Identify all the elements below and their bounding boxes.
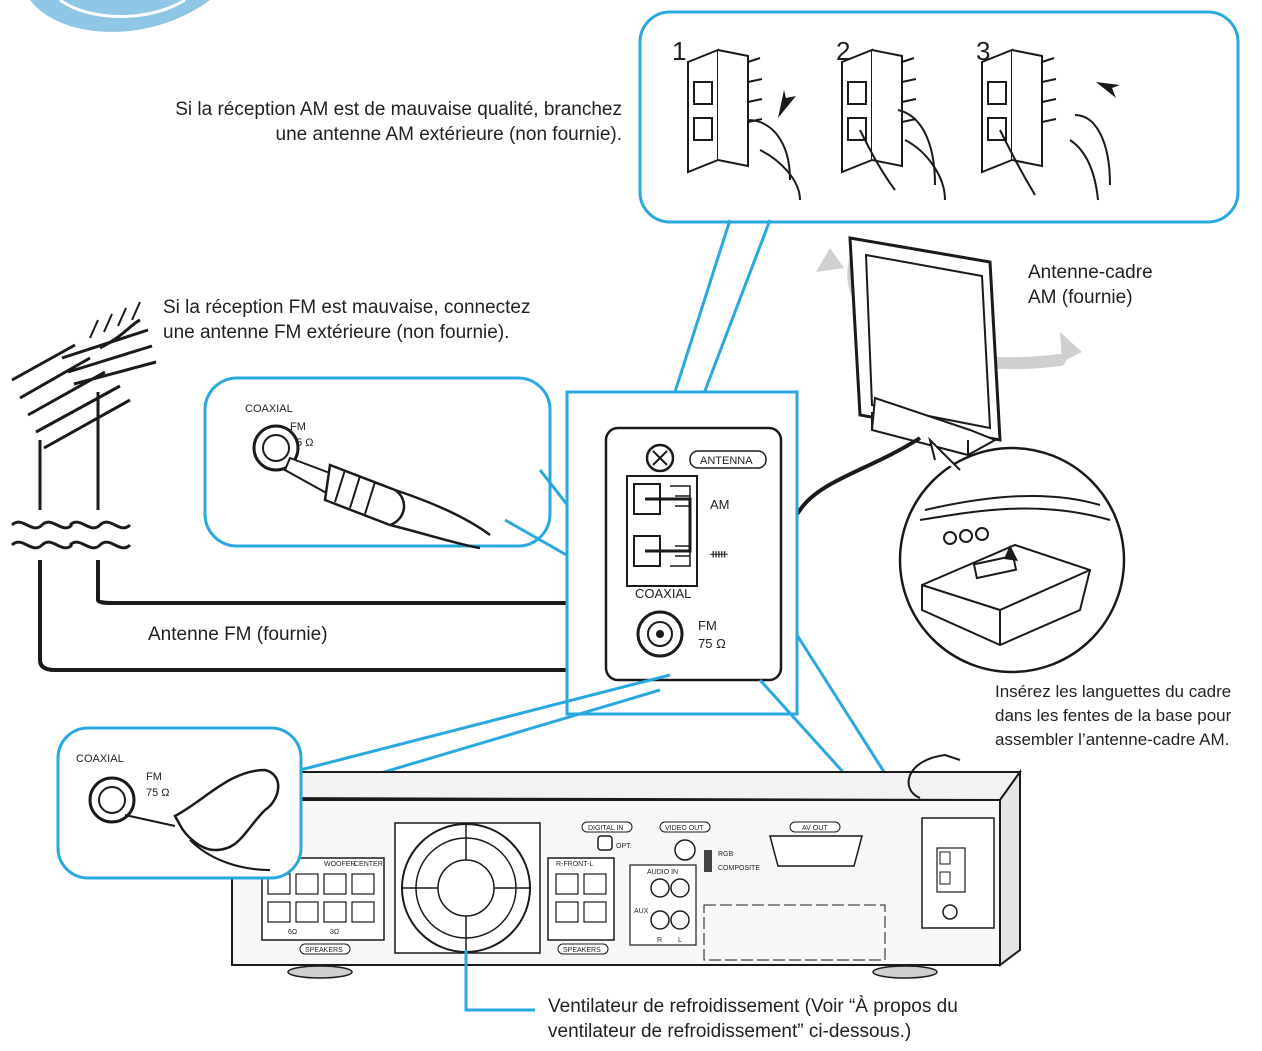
- ohm3-label: 3Ω: [330, 929, 339, 936]
- coaxial-callout-bottom: COAXIAL FM 75 Ω: [56, 726, 303, 880]
- step-3-terminal: [981, 48, 1111, 201]
- assemble-line-3: assembler l’antenne-cadre AM.: [995, 730, 1230, 749]
- fan-line-2: ventilateur de refroidissement” ci-desso…: [548, 1021, 912, 1042]
- rgb-label: RGB: [718, 851, 734, 858]
- antenna-label: ANTENNA: [700, 455, 753, 467]
- speakers-label: SPEAKERS: [305, 947, 343, 954]
- am-loop-antenna: [816, 236, 1082, 457]
- step-1-arrow: [778, 90, 796, 118]
- center-label: CENTER: [354, 861, 383, 868]
- coaxial-label-bottom: COAXIAL: [76, 753, 124, 765]
- l-label: L: [678, 937, 682, 944]
- am-loop-line-1: Antenne-cadre: [1028, 262, 1153, 283]
- steps-callout: 1 2 3: [638, 10, 1240, 224]
- fm-poor-line-1: Si la réception FM est mauvaise, connect…: [163, 297, 531, 318]
- fm-antenna-caption: Antenne FM (fournie): [148, 622, 328, 647]
- fm-antenna-text: Antenne FM (fournie): [148, 624, 328, 645]
- coaxial-label-top: COAXIAL: [245, 403, 293, 415]
- av-out-label: AV OUT: [802, 825, 828, 832]
- am-label: AM: [710, 497, 730, 512]
- fm-label-top: FM: [290, 421, 306, 433]
- fm-outdoor-antenna: [10, 301, 157, 550]
- ohm-label-bottom: 75 Ω: [146, 787, 170, 799]
- am-poor-line-2: une antenne AM extérieure (non fournie).: [275, 124, 622, 145]
- composite-label: COMPOSITE: [718, 865, 760, 872]
- assemble-caption: Insérez les languettes du cadre dans les…: [995, 680, 1231, 752]
- step-1-number: 1: [672, 36, 686, 66]
- woofer-label: WOOFER: [324, 861, 356, 868]
- fm-label-bottom: FM: [146, 771, 162, 783]
- fan-line-1: Ventilateur de refroidissement (Voir “À …: [548, 996, 958, 1017]
- fm-poor-reception-caption: Si la réception FM est mauvaise, connect…: [163, 295, 531, 345]
- ohm6-label: 6Ω: [288, 929, 297, 936]
- antenna-panel-zoom: ANTENNA AM ᚔ COAXIAL FM 75 Ω: [565, 390, 799, 716]
- step-2-terminal: [841, 48, 946, 201]
- rear-unit: WOOFER CENTER 6Ω 3Ω SPEAKERS R-FRO: [231, 753, 1022, 1012]
- rear-antenna-section: [907, 753, 995, 929]
- fan-pointer: [464, 950, 535, 1012]
- cooling-fan: [394, 822, 541, 954]
- assemble-line-1: Insérez les languettes du cadre: [995, 682, 1232, 701]
- loop-assembly-detail: [898, 436, 1126, 674]
- step-2-number: 2: [836, 36, 850, 66]
- am-loop-line-2: AM (fournie): [1028, 287, 1133, 308]
- ground-symbol: ᚔ: [709, 546, 728, 561]
- fm-label: FM: [698, 618, 717, 633]
- assemble-line-2: dans les fentes de la base pour: [995, 706, 1232, 725]
- decorative-disc: [30, 0, 210, 32]
- opt-label: OPT.: [616, 843, 632, 850]
- ohm-label: 75 Ω: [698, 636, 726, 651]
- step-3-arrow: [1096, 82, 1120, 98]
- r-label: R: [657, 937, 662, 944]
- speakers-label-2: SPEAKERS: [563, 947, 601, 954]
- front-label: R-FRONT-L: [556, 861, 593, 868]
- step-3-number: 3: [976, 36, 990, 66]
- coaxial-label: COAXIAL: [635, 586, 691, 601]
- step-1-terminal: [687, 48, 801, 201]
- fan-caption: Ventilateur de refroidissement (Voir “À …: [548, 994, 958, 1044]
- coaxial-callout-top: COAXIAL FM 75 Ω: [203, 376, 552, 550]
- am-poor-reception-caption: Si la réception AM est de mauvaise quali…: [90, 97, 622, 147]
- am-loop-caption: Antenne-cadre AM (fournie): [1028, 260, 1153, 310]
- audio-in-label: AUDIO IN: [647, 869, 678, 876]
- am-poor-line-1: Si la réception AM est de mauvaise quali…: [175, 99, 622, 120]
- front-speaker-terminals: R-FRONT-L SPEAKERS: [547, 857, 615, 955]
- aux-label: AUX: [634, 908, 649, 915]
- digital-in-label: DIGITAL IN: [588, 825, 623, 832]
- video-out-label: VIDEO OUT: [665, 825, 704, 832]
- fm-poor-line-2: une antenne FM extérieure (non fournie).: [163, 322, 510, 343]
- io-section: DIGITAL IN OPT. VIDEO OUT AUDIO IN AUX R…: [581, 821, 886, 961]
